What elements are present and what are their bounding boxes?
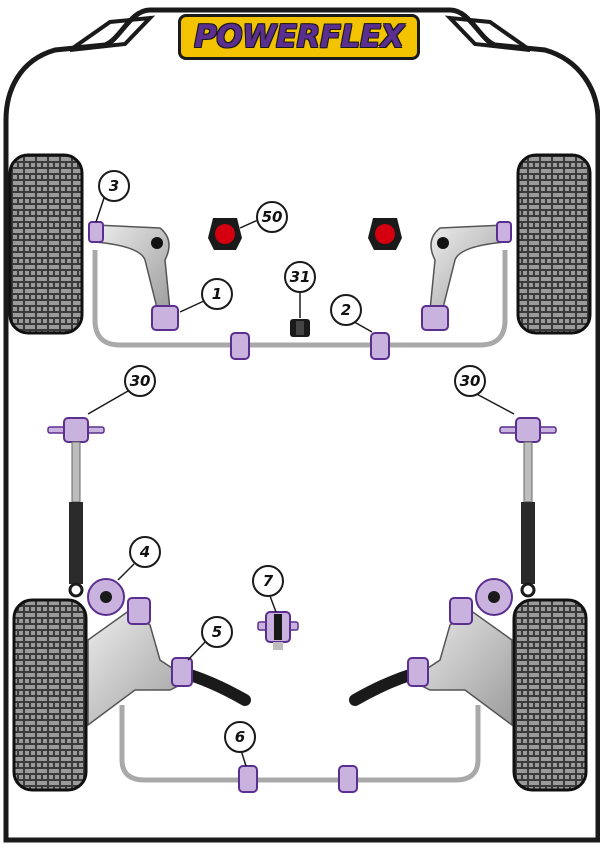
svg-text:30: 30 (130, 372, 151, 390)
callout-3: 3 (98, 170, 130, 202)
bush-50-engine-mount (208, 218, 402, 250)
bush-7-mount (257, 611, 299, 650)
front-right-wheel (516, 153, 592, 335)
bush-4-rear-trailing-arm (87, 578, 513, 625)
left-shock-absorber (47, 417, 105, 598)
logo-text: POWERFLEX (194, 19, 404, 55)
bush-2-anti-roll-bar (230, 332, 390, 360)
front-left-ball-joint (151, 237, 163, 249)
callout-6: 6 (224, 721, 256, 753)
callout-7: 7 (252, 565, 284, 597)
svg-text:30: 30 (460, 372, 481, 390)
bush-31-mount (290, 319, 310, 337)
svg-text:1: 1 (212, 285, 222, 303)
front-left-wheel (8, 153, 84, 335)
rear-right-wheel (512, 598, 588, 792)
rear-anti-roll-bar (119, 705, 481, 783)
svg-text:6: 6 (235, 728, 245, 746)
right-shock-absorber (499, 417, 557, 598)
svg-text:2: 2 (341, 301, 351, 319)
callout-2: 2 (330, 294, 362, 326)
svg-text:3: 3 (109, 177, 119, 195)
bush-5-rear-link-arm (171, 657, 429, 687)
svg-text:7: 7 (263, 572, 274, 590)
callout-1: 1 (201, 278, 233, 310)
bush-3-front-wishbone-front (88, 221, 512, 243)
bush-6-rear-anti-roll-bar (238, 765, 358, 793)
mirror-right (444, 15, 532, 52)
mirror-left (68, 15, 156, 52)
callout-30-left: 30 (124, 365, 156, 397)
callout-30-right: 30 (454, 365, 486, 397)
callout-5: 5 (201, 616, 233, 648)
front-right-ball-joint (437, 237, 449, 249)
rear-left-wheel (12, 598, 88, 792)
svg-text:5: 5 (212, 623, 222, 641)
callout-31: 31 (284, 261, 316, 293)
svg-text:31: 31 (290, 268, 311, 286)
powerflex-logo: POWERFLEX (178, 14, 420, 60)
bush-1-front-wishbone-rear (151, 305, 449, 331)
callout-4: 4 (129, 536, 161, 568)
svg-text:50: 50 (262, 208, 283, 226)
callout-50: 50 (256, 201, 288, 233)
svg-text:4: 4 (139, 543, 150, 561)
car-body-outline (3, 7, 600, 843)
front-anti-roll-bar (92, 250, 508, 348)
